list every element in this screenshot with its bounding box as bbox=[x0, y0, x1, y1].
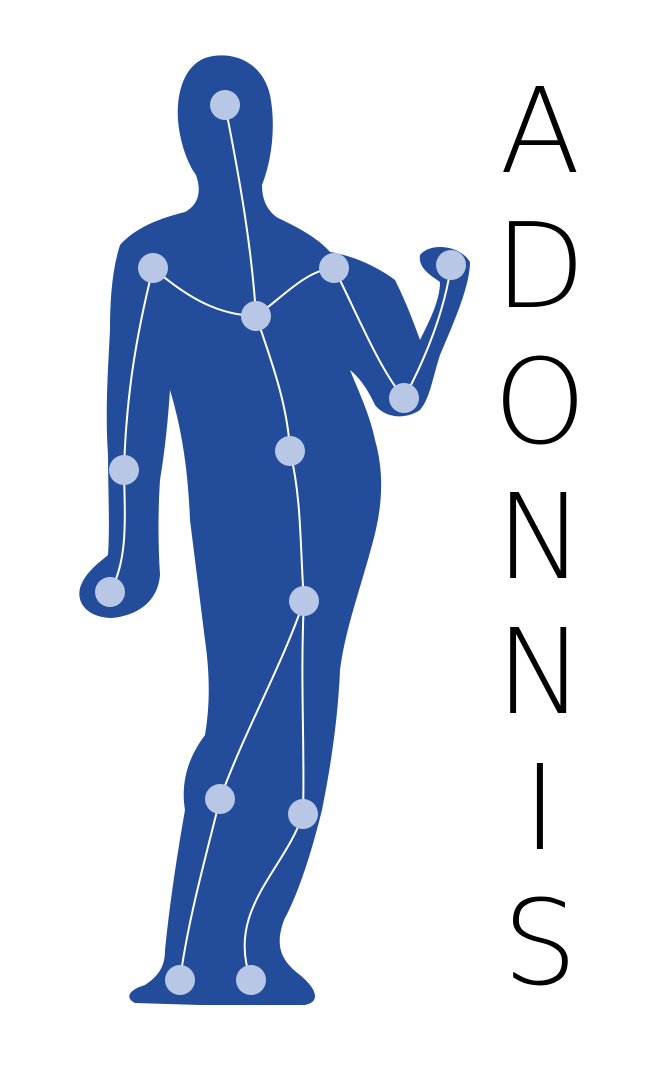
wordmark-letter: N bbox=[495, 603, 585, 742]
wordmark-letter: S bbox=[502, 873, 578, 1012]
joint-right-elbow bbox=[389, 383, 419, 413]
bone-right-shin bbox=[243, 813, 304, 981]
wordmark-letter: I bbox=[522, 738, 558, 877]
bone-right-thigh bbox=[301, 600, 305, 815]
wordmark-letter: A bbox=[499, 62, 581, 200]
joint-left-knee bbox=[205, 784, 235, 814]
wordmark-letter: O bbox=[493, 332, 587, 471]
joint-head bbox=[210, 90, 240, 120]
joint-torso bbox=[275, 436, 305, 466]
joint-left-foot bbox=[165, 965, 195, 995]
joint-right-knee bbox=[288, 799, 318, 829]
skeleton-joints bbox=[95, 90, 466, 995]
joint-pelvis bbox=[289, 586, 319, 616]
bone-spine-upper bbox=[224, 104, 257, 317]
bone-left-upper-arm bbox=[123, 267, 154, 471]
human-silhouette-icon bbox=[79, 55, 470, 1005]
joint-right-hand bbox=[436, 250, 466, 280]
bone-left-shin bbox=[179, 798, 221, 981]
bone-left-thigh bbox=[219, 600, 305, 800]
bone-pelvis bbox=[289, 450, 305, 602]
wordmark-letter: N bbox=[495, 467, 585, 606]
joint-right-foot bbox=[236, 965, 266, 995]
joint-left-shoulder bbox=[138, 253, 168, 283]
joint-left-hand bbox=[95, 577, 125, 607]
brand-wordmark: A D O N N I S bbox=[480, 72, 600, 1002]
silhouette-body bbox=[79, 55, 470, 1005]
joint-right-shoulder bbox=[319, 253, 349, 283]
wordmark-letter: D bbox=[494, 197, 586, 336]
joint-left-elbow bbox=[109, 455, 139, 485]
joint-neck-center bbox=[241, 301, 271, 331]
